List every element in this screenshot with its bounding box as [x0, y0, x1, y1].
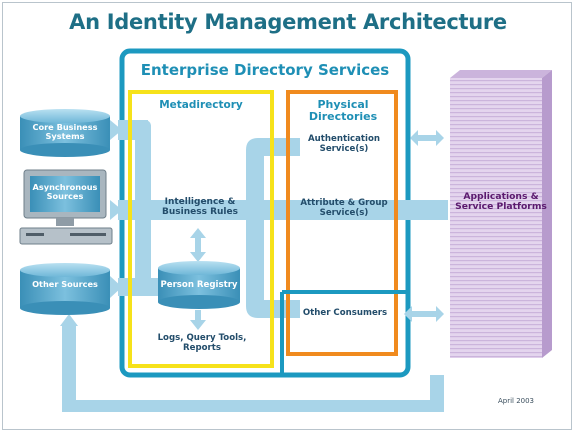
- metadirectory-title: Metadirectory: [159, 99, 243, 111]
- core-business-systems-cylinder: [20, 109, 110, 157]
- eds-title: Enterprise Directory Services: [140, 61, 390, 79]
- logs-arrow: [190, 310, 206, 330]
- asynchronous-sources-computer: [19, 169, 113, 245]
- date-label: April 2003: [497, 397, 535, 405]
- person-registry-cylinder: [158, 261, 240, 309]
- physical-directories-title: Physical Directories: [308, 98, 378, 124]
- attribute-group-service-label: Attribute & Group Service(s): [300, 198, 388, 218]
- source-arrows: [60, 120, 122, 326]
- person-registry-label: Person Registry: [160, 280, 238, 290]
- logs-query-tools-label: Logs, Query Tools, Reports: [157, 333, 247, 353]
- other-consumers-label: Other Consumers: [302, 308, 388, 318]
- applications-label: Applications & Service Platforms: [455, 191, 547, 213]
- registry-double-arrow: [190, 228, 206, 262]
- connector-arrows: [404, 130, 444, 322]
- intelligence-business-rules-label: Intelligence & Business Rules: [162, 197, 238, 218]
- other-sources-label: Other Sources: [32, 279, 98, 289]
- diagram-frame: [2, 2, 572, 430]
- core-business-systems-label: Core Business Systems: [32, 122, 98, 142]
- authentication-service-label: Authentication Service(s): [308, 134, 380, 154]
- applications-platform-block: [450, 70, 552, 358]
- metadirectory-box: [128, 90, 274, 368]
- other-sources-cylinder: [20, 263, 110, 315]
- asynchronous-sources-label: Asynchronous Sources: [32, 182, 98, 202]
- diagram-title: An Identity Management Architecture: [69, 10, 507, 34]
- physical-directories-box: [286, 90, 398, 356]
